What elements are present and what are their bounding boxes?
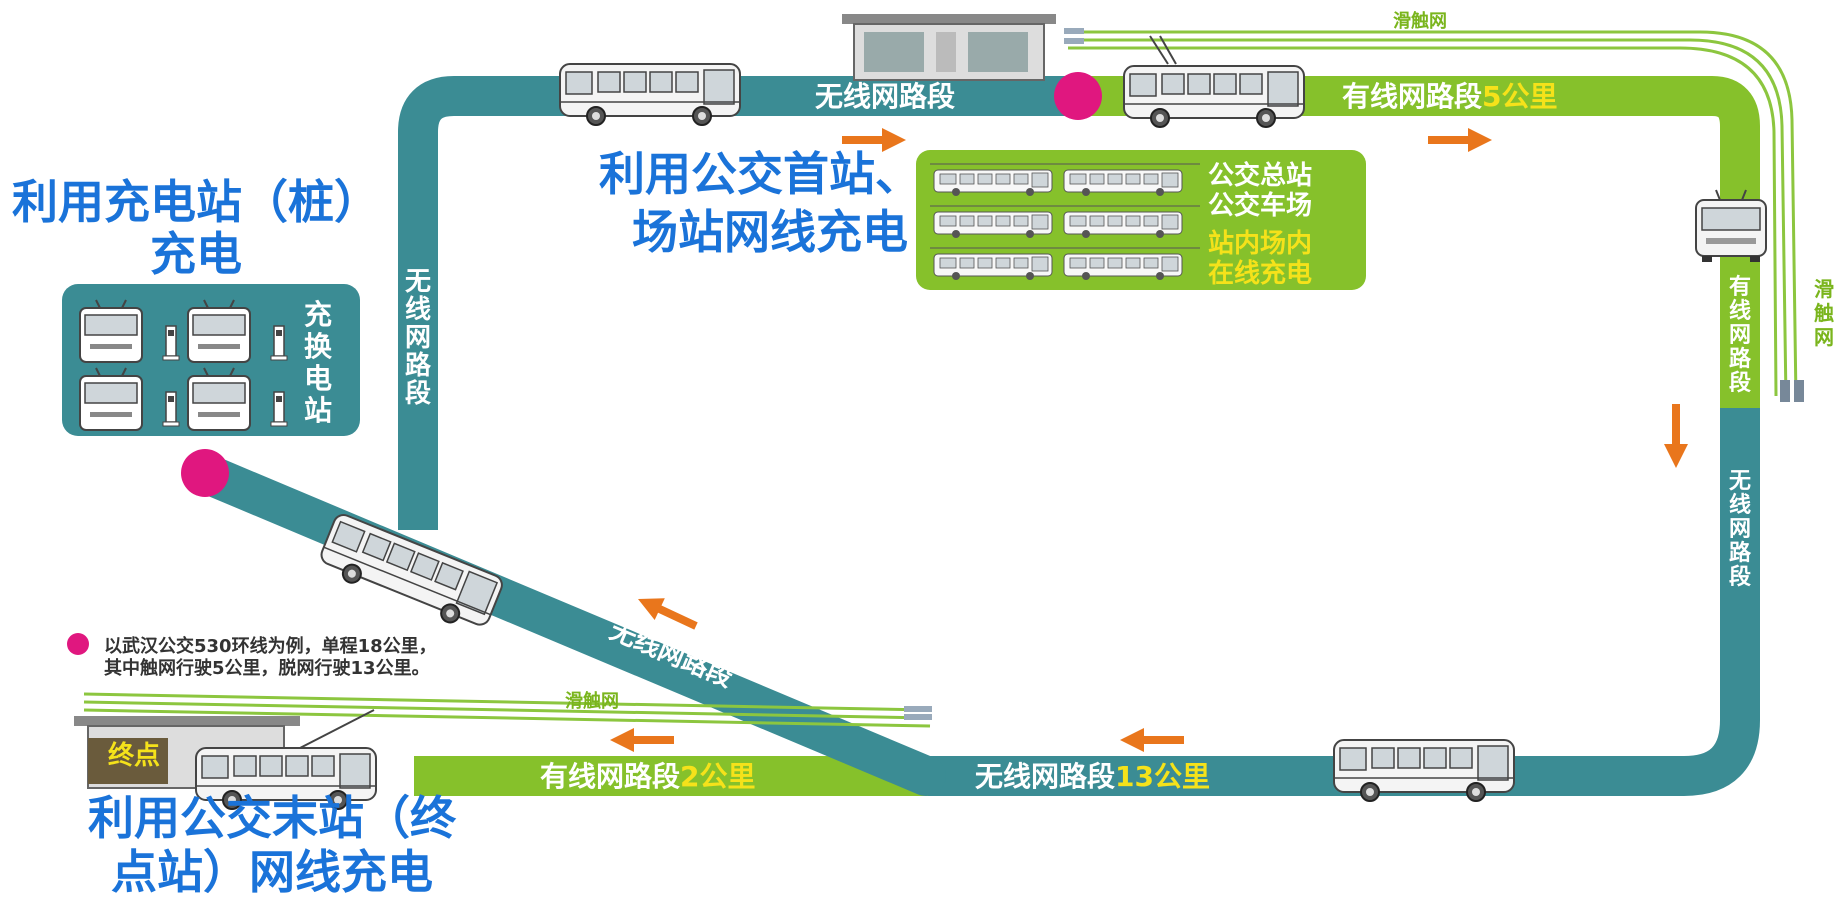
svg-text:电: 电 [304,362,332,395]
label-top-wireless: 无线网路段 [815,80,955,113]
bus-diagonal [314,511,506,637]
route-track [185,76,1760,796]
bus-bottom-right [1333,739,1515,802]
label-top-wire: 滑触网 [1393,10,1447,32]
label-top-wired: 有线网路段5公里 [1342,80,1558,113]
svg-text:触: 触 [1814,301,1834,325]
callout-end-station-line2: 点站）网线充电 [111,845,433,898]
callout-charging-station-line2: 充电 [150,227,242,281]
svg-text:无: 无 [1729,469,1751,494]
svg-text:路: 路 [405,350,432,381]
wire-ends [904,28,1804,720]
callout-first-station-line1: 利用公交首站、 [599,147,921,201]
svg-text:充: 充 [304,298,332,331]
svg-text:在线充电: 在线充电 [1208,258,1312,289]
label-left-vertical: 无 线 网 路 段 [405,267,432,409]
arrow-left-bottom-2 [610,728,674,752]
svg-text:路: 路 [1729,346,1752,372]
track-diagonal [185,453,946,796]
label-bottom-wireless: 无线网路段13公里 [975,760,1210,793]
track-right-wireless [926,408,1760,796]
label-right-vertical-wired: 有 线 网 路 段 [1729,274,1752,396]
svg-text:站: 站 [304,394,332,427]
svg-text:网: 网 [1729,323,1751,348]
bus-right-front [1695,189,1767,263]
overhead-wires [83,30,1798,728]
bus-top-left [559,63,741,126]
svg-text:公交车场: 公交车场 [1208,190,1312,221]
charging-station-point [181,449,229,497]
svg-text:无: 无 [405,267,431,297]
svg-text:段: 段 [1729,564,1751,590]
svg-text:段: 段 [405,378,431,409]
swap-station-box: 充 换 电 站 [62,284,360,436]
svg-text:线: 线 [1729,298,1751,324]
endpoint-sign: 终点 [108,740,160,771]
note-line2: 其中触网行驶5公里，脱网行驶13公里。 [104,657,430,679]
label-bottom-wired: 有线网路段2公里 [540,760,756,793]
callout-end-station-line1: 利用公交末站（终 [88,791,457,845]
label-right-wire: 滑 触 网 [1814,277,1834,349]
arrow-right-top-2 [1428,128,1492,152]
svg-text:网: 网 [1729,517,1751,542]
svg-text:线: 线 [405,295,431,325]
svg-text:网: 网 [405,323,431,353]
label-right-vertical-wireless: 无 线 网 路 段 [1729,469,1752,590]
svg-text:线: 线 [1729,492,1751,518]
arrow-left-bottom-1 [1120,728,1184,752]
svg-text:段: 段 [1729,370,1751,396]
top-wire-switch-point [1054,72,1102,120]
depot-box: 公交总站 公交车场 站内场内 在线充电 [916,150,1366,290]
top-bus-shelter [842,14,1056,81]
svg-text:路: 路 [1729,540,1752,566]
bus-top-right [1123,65,1305,128]
svg-text:站内场内: 站内场内 [1208,229,1312,259]
svg-text:有: 有 [1729,274,1751,300]
arrow-down-right [1664,404,1688,468]
note-line1: 以武汉公交530环线为例，单程18公里， [104,635,437,657]
note-bullet [67,633,89,655]
track-bottom-wired [414,756,928,796]
svg-text:网: 网 [1814,325,1834,349]
callout-charging-station-line1: 利用充电站（桩） [12,175,380,229]
label-bottom-wire: 滑触网 [565,690,619,712]
svg-text:公交总站: 公交总站 [1208,160,1312,191]
callout-first-station-line2: 场站网线充电 [632,205,908,259]
track-top-wireless [398,76,1090,530]
track-top-wired [1090,76,1760,408]
svg-text:换: 换 [304,330,333,363]
svg-text:滑: 滑 [1814,277,1834,301]
